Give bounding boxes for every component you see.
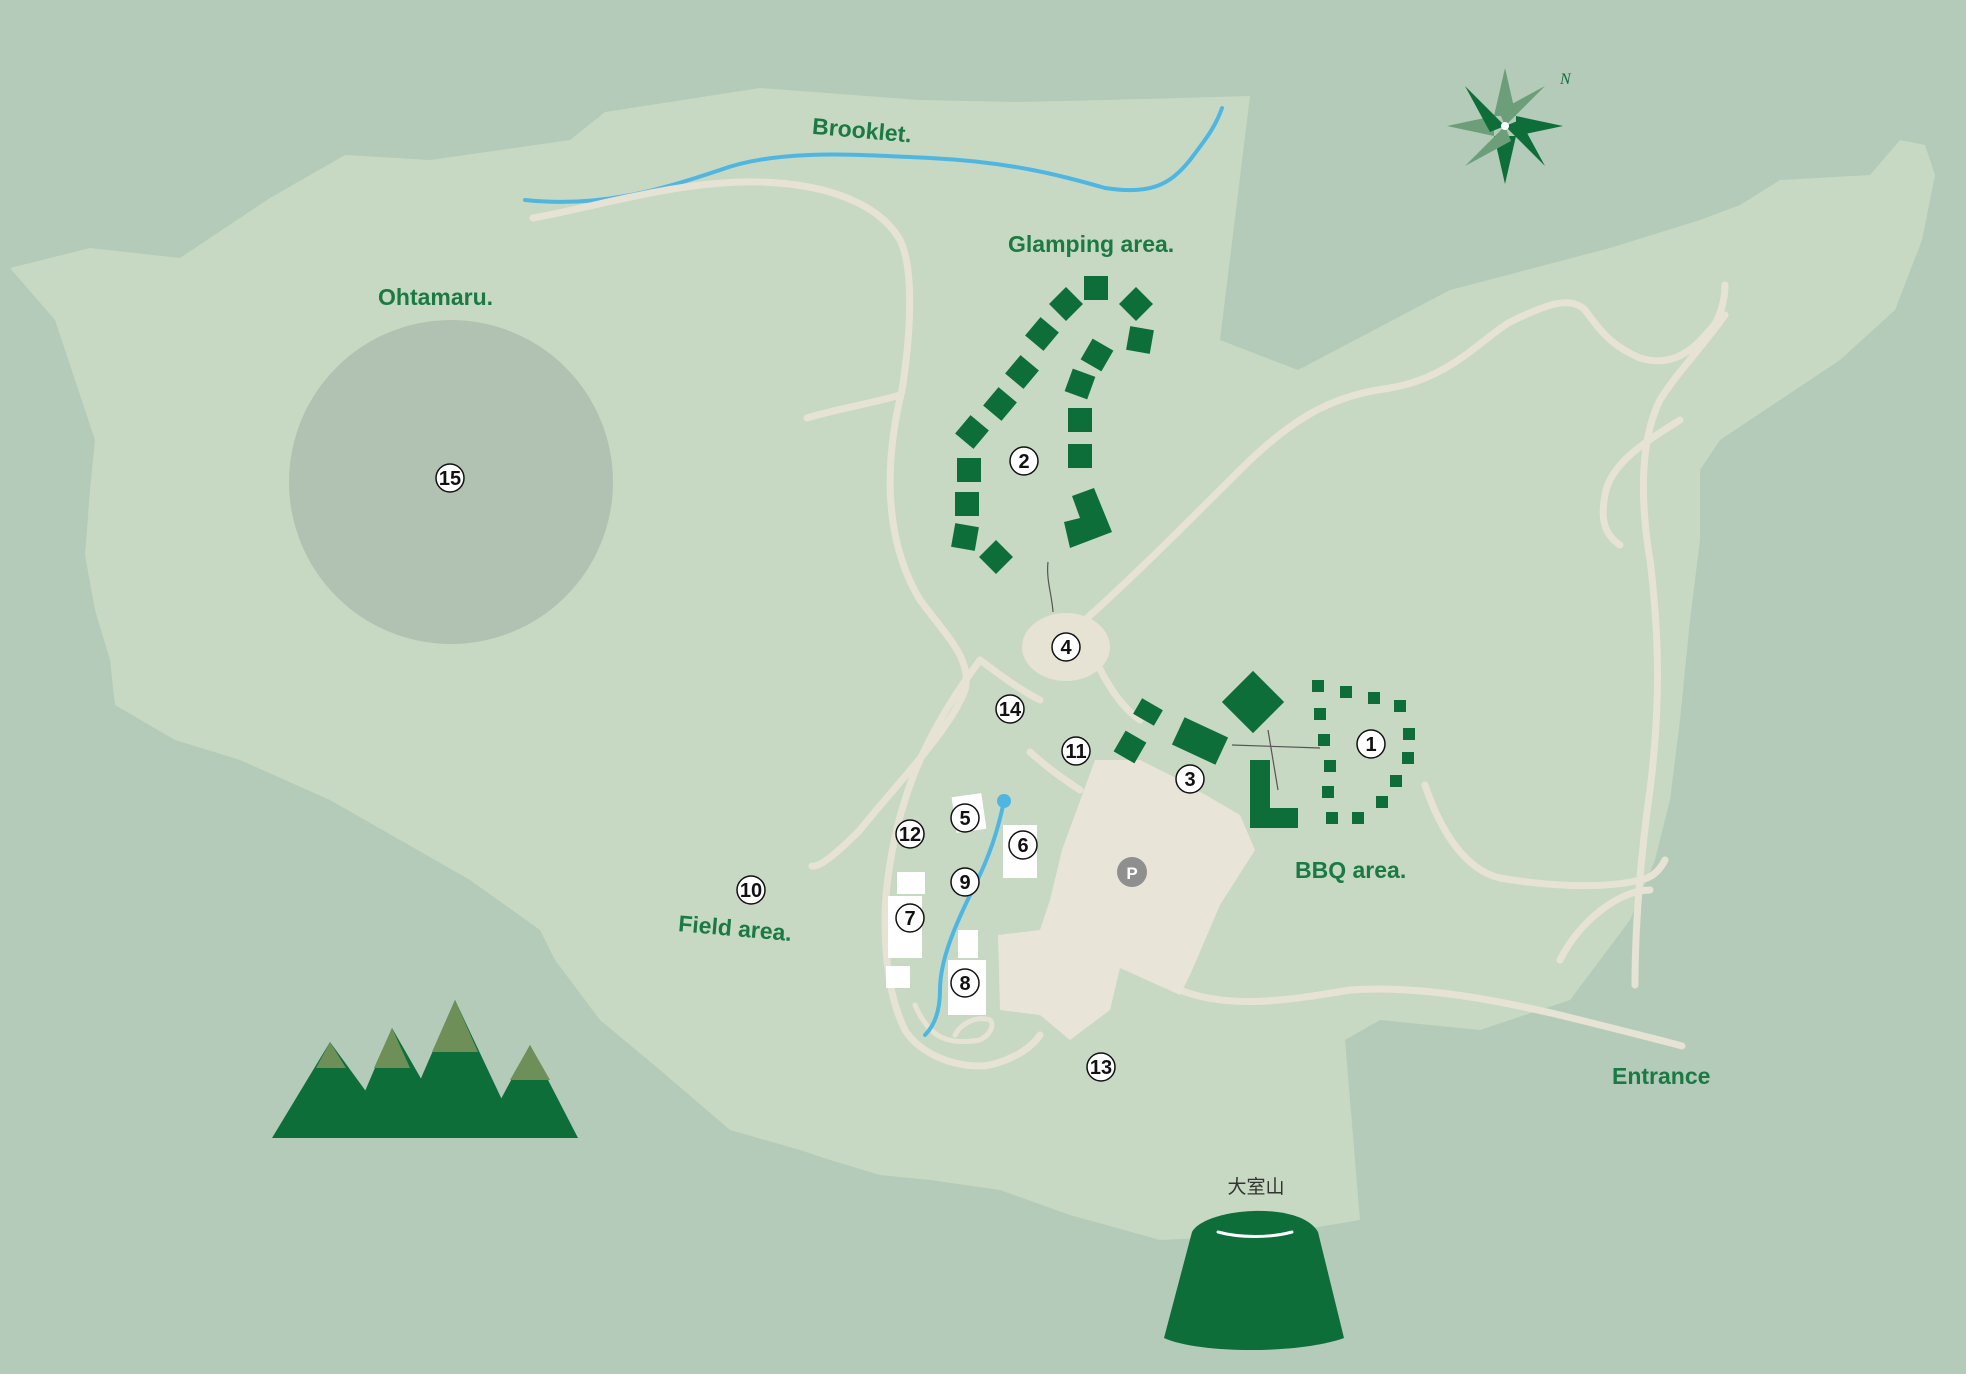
compass-rose	[1447, 68, 1563, 184]
marker-12[interactable]: 12	[895, 819, 925, 849]
marker-15[interactable]: 15	[435, 463, 465, 493]
marker-14[interactable]: 14	[995, 694, 1025, 724]
parking-icon	[1117, 857, 1147, 887]
marker-7[interactable]: 7	[895, 903, 925, 933]
marker-6[interactable]: 6	[1008, 830, 1038, 860]
marker-11[interactable]: 11	[1061, 736, 1091, 766]
marker-4[interactable]: 4	[1051, 632, 1081, 662]
mt-omuro-illustration	[1164, 1210, 1344, 1350]
marker-4-label: 4	[1060, 637, 1072, 659]
marker-2-label: 2	[1018, 451, 1029, 473]
marker-8-label: 8	[959, 973, 970, 995]
marker-5[interactable]: 5	[950, 803, 980, 833]
marker-9-label: 9	[959, 872, 970, 894]
label-glamping-area: Glamping area.	[1008, 231, 1174, 257]
marker-8[interactable]: 8	[950, 968, 980, 998]
parking-label: P	[1126, 864, 1137, 883]
parking-lot	[998, 760, 1255, 1040]
glamping-tents	[951, 276, 1154, 574]
marker-3-label: 3	[1184, 769, 1195, 791]
bbq-buildings	[1113, 670, 1415, 828]
label-ohtamaru: Ohtamaru.	[378, 284, 493, 310]
marker-1[interactable]: 1	[1356, 729, 1386, 759]
marker-12-label: 12	[899, 824, 921, 846]
label-mountain: 大室山	[1227, 1176, 1284, 1198]
mountain-range-illustration	[272, 1000, 578, 1138]
marker-9[interactable]: 9	[950, 867, 980, 897]
marker-13-label: 13	[1090, 1057, 1112, 1079]
marker-10[interactable]: 10	[736, 875, 766, 905]
label-entrance: Entrance	[1612, 1063, 1710, 1089]
plaza-connector	[1046, 561, 1054, 613]
marker-2[interactable]: 2	[1009, 446, 1039, 476]
north-indicator: N	[1559, 71, 1572, 88]
marker-11-label: 11	[1065, 741, 1086, 763]
label-bbq-area: BBQ area.	[1295, 857, 1406, 883]
roads	[529, 178, 1729, 1070]
marker-5-label: 5	[959, 808, 970, 830]
marker-14-label: 14	[999, 699, 1022, 721]
marker-3[interactable]: 3	[1175, 764, 1205, 794]
marker-7-label: 7	[904, 908, 915, 930]
marker-10-label: 10	[740, 880, 762, 902]
brooklet-stream	[523, 106, 1224, 204]
marker-15-label: 15	[439, 468, 461, 490]
central-stream	[923, 799, 1006, 1037]
stream-source	[997, 794, 1011, 808]
marker-6-label: 6	[1017, 835, 1028, 857]
marker-1-label: 1	[1365, 734, 1376, 756]
marker-13[interactable]: 13	[1086, 1052, 1116, 1082]
